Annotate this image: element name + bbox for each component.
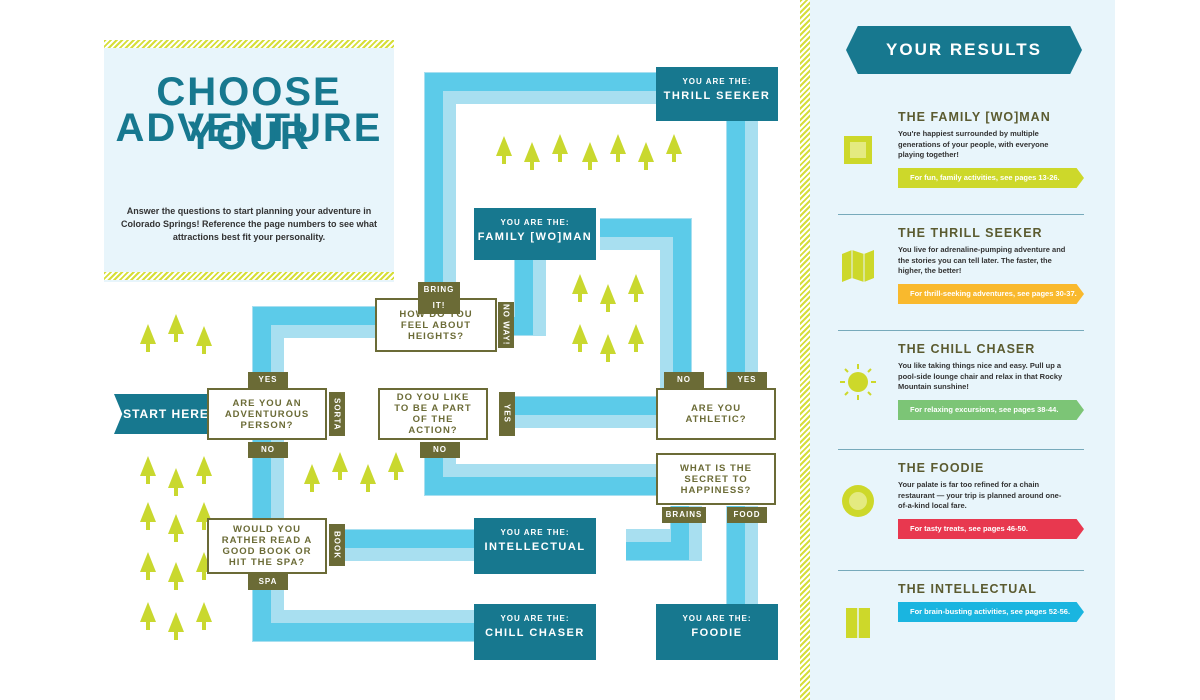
- result-box-family: YOU ARE THE: FAMILY [WO]MAN: [474, 208, 596, 260]
- result-divider: [838, 214, 1084, 215]
- tree-icon: [168, 314, 184, 342]
- start-here-banner: START HERE: [114, 394, 218, 434]
- tree-icon: [496, 136, 512, 164]
- result-title: THE FOODIE: [898, 461, 985, 475]
- plate-icon: [842, 485, 874, 517]
- tree-icon: [168, 562, 184, 590]
- tree-icon: [168, 514, 184, 542]
- question-happiness: WHAT IS THE SECRET TO HAPPINESS?: [656, 453, 776, 505]
- intro-text: Answer the questions to start planning y…: [120, 206, 378, 242]
- tree-icon: [168, 468, 184, 496]
- answer-food: FOOD: [727, 507, 767, 523]
- answer-bring-it: BRING IT!: [418, 282, 460, 314]
- tree-icon: [572, 324, 588, 352]
- result-box-chill-chaser: YOU ARE THE: CHILL CHASER: [474, 604, 596, 660]
- answer-no-adventurous: NO: [248, 442, 288, 458]
- result-title: THE CHILL CHASER: [898, 342, 1036, 356]
- panel-stripe: [800, 0, 810, 700]
- result-page-link[interactable]: For thrill-seeking adventures, see pages…: [898, 284, 1084, 304]
- tree-icon: [332, 452, 348, 480]
- result-divider: [838, 449, 1084, 450]
- tree-icon: [628, 324, 644, 352]
- result-name: FAMILY [WO]MAN: [477, 231, 593, 243]
- answer-book: BOOK: [329, 524, 345, 566]
- tree-icon: [360, 464, 376, 492]
- tree-icon: [388, 452, 404, 480]
- tree-icon: [572, 274, 588, 302]
- result-description: Your palate is far too refined for a cha…: [898, 480, 1062, 510]
- tree-icon: [140, 602, 156, 630]
- results-panel: [810, 0, 1115, 700]
- result-page-link[interactable]: For brain-busting activities, see pages …: [898, 602, 1084, 622]
- answer-no-action: NO: [420, 442, 460, 458]
- result-label: YOU ARE THE:: [500, 614, 570, 623]
- answer-spa: SPA: [248, 574, 288, 590]
- result-name: INTELLECTUAL: [484, 541, 586, 553]
- result-box-intellectual: YOU ARE THE: INTELLECTUAL: [474, 518, 596, 574]
- tree-icon: [140, 456, 156, 484]
- tree-icon: [666, 134, 682, 162]
- stripe-top: [104, 40, 394, 48]
- result-title: THE FAMILY [WO]MAN: [898, 110, 1051, 124]
- question-athletic: ARE YOU ATHLETIC?: [656, 388, 776, 440]
- your-results-banner: YOUR RESULTS: [846, 26, 1082, 74]
- tree-icon: [196, 552, 212, 580]
- result-title: THE INTELLECTUAL: [898, 582, 1037, 596]
- tree-icon: [168, 612, 184, 640]
- question-adventurous: ARE YOU AN ADVENTUROUS PERSON?: [207, 388, 327, 440]
- tree-icon: [196, 502, 212, 530]
- result-description: You're happiest surrounded by multiple g…: [898, 129, 1049, 159]
- title-line-1: CHOOSE YOUR: [156, 70, 342, 158]
- result-label: YOU ARE THE:: [500, 528, 570, 537]
- map-icon: [842, 250, 874, 282]
- tree-icon: [524, 142, 540, 170]
- tree-icon: [628, 274, 644, 302]
- square-frame-icon: [844, 136, 872, 164]
- result-page-link[interactable]: For tasty treats, see pages 46-50.: [898, 519, 1084, 539]
- tree-icon: [638, 142, 654, 170]
- result-box-thrill-seeker: YOU ARE THE: THRILL SEEKER: [656, 67, 778, 121]
- result-divider: [838, 570, 1084, 571]
- answer-sorta: SORTA: [329, 392, 345, 436]
- title-panel: CHOOSE YOUR ADVENTURE Answer the questio…: [104, 42, 394, 282]
- result-page-link[interactable]: For fun, family activities, see pages 13…: [898, 168, 1084, 188]
- sun-icon: [840, 364, 876, 400]
- stripe-bottom: [104, 272, 394, 280]
- tree-icon: [196, 602, 212, 630]
- tree-icon: [140, 552, 156, 580]
- result-description: You live for adrenaline-pumping adventur…: [898, 245, 1066, 275]
- tree-icon: [582, 142, 598, 170]
- answer-no-way: NO WAY!: [498, 302, 514, 348]
- result-description: You like taking things nice and easy. Pu…: [898, 361, 1063, 391]
- question-action: DO YOU LIKE TO BE A PART OF THE ACTION?: [378, 388, 488, 440]
- answer-yes-adventurous: YES: [248, 372, 288, 388]
- tree-icon: [140, 502, 156, 530]
- tree-icon: [140, 324, 156, 352]
- tree-icon: [196, 456, 212, 484]
- answer-yes-athletic: YES: [727, 372, 767, 388]
- result-title: THE THRILL SEEKER: [898, 226, 1043, 240]
- result-page-link[interactable]: For relaxing excursions, see pages 38-44…: [898, 400, 1084, 420]
- book-icon: [846, 608, 870, 638]
- tree-icon: [600, 334, 616, 362]
- tree-icon: [552, 134, 568, 162]
- answer-yes-action: YES: [499, 392, 515, 436]
- result-name: FOODIE: [691, 627, 743, 639]
- result-name: CHILL CHASER: [485, 627, 585, 639]
- tree-icon: [600, 284, 616, 312]
- result-label: YOU ARE THE:: [500, 218, 570, 227]
- question-book-or-spa: WOULD YOU RATHER READ A GOOD BOOK OR HIT…: [207, 518, 327, 574]
- tree-icon: [304, 464, 320, 492]
- answer-no-athletic: NO: [664, 372, 704, 388]
- result-label: YOU ARE THE:: [682, 77, 752, 86]
- title-line-2: ADVENTURE: [115, 106, 383, 150]
- result-divider: [838, 330, 1084, 331]
- result-name: THRILL SEEKER: [663, 90, 771, 102]
- tree-icon: [610, 134, 626, 162]
- tree-icon: [196, 326, 212, 354]
- result-label: YOU ARE THE:: [682, 614, 752, 623]
- answer-brains: BRAINS: [662, 507, 706, 523]
- result-box-foodie: YOU ARE THE: FOODIE: [656, 604, 778, 660]
